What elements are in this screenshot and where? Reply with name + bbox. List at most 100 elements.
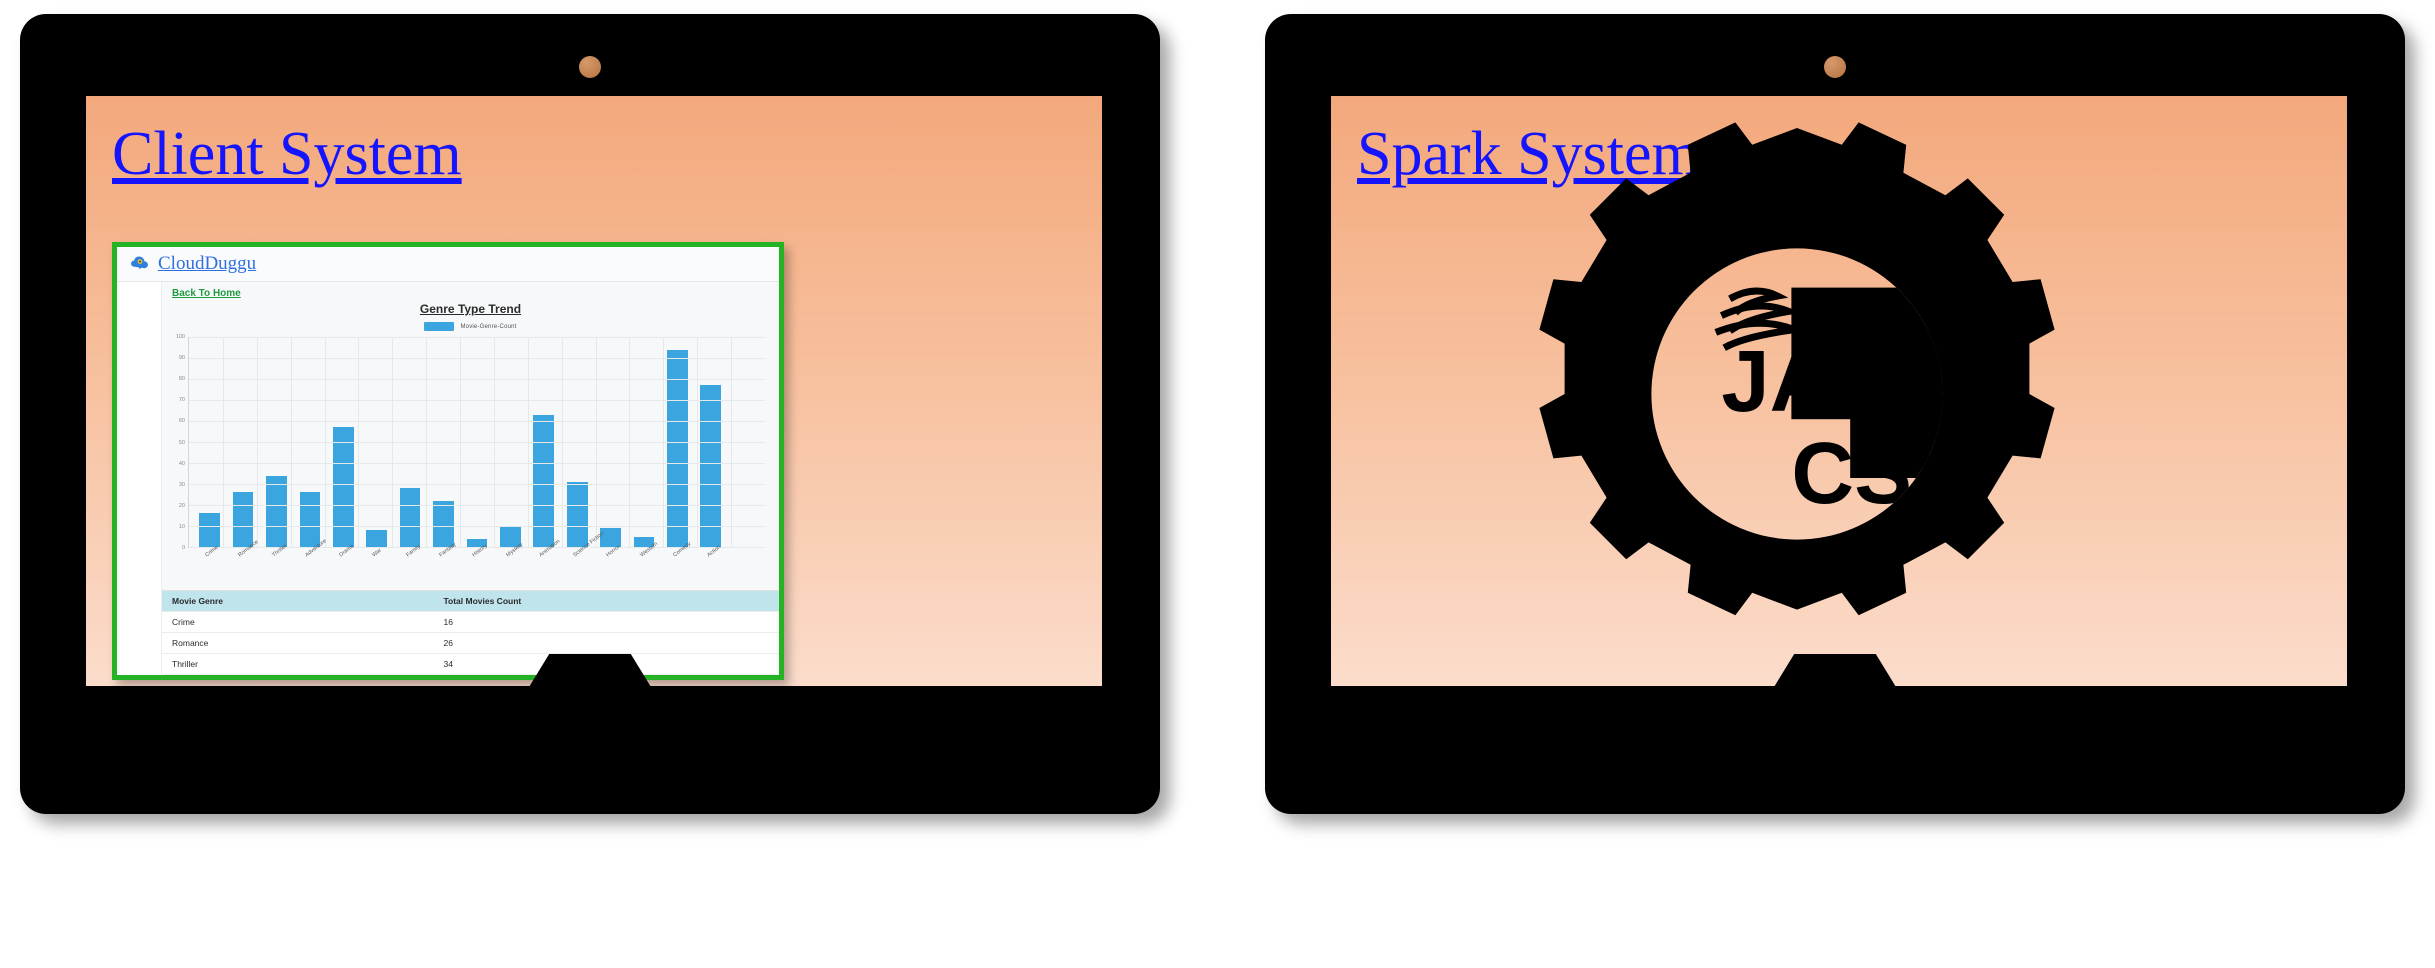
gridline-vertical xyxy=(290,337,292,547)
chart-bar-slot xyxy=(460,337,493,547)
cloudduggu-logo-icon xyxy=(131,256,148,270)
chart-bar[interactable] xyxy=(266,475,287,547)
y-axis-tick: 40 xyxy=(178,460,185,467)
chart-bar[interactable] xyxy=(667,349,688,547)
x-axis-slot: Romance xyxy=(225,539,259,590)
monitor-spark-system: Spark System xyxy=(1255,0,2415,968)
browser-content: Back To Home Genre Type Trend Movie-Genr… xyxy=(161,282,779,675)
chart-bar-slot xyxy=(527,337,560,547)
gridline-vertical xyxy=(595,337,597,547)
chart-bar-slot xyxy=(327,337,360,547)
y-axis-tick: 30 xyxy=(178,481,185,488)
gridline-vertical xyxy=(493,337,495,547)
chart-bar[interactable] xyxy=(299,492,321,547)
x-axis-tick-label: War xyxy=(371,547,383,559)
gridline-vertical xyxy=(256,337,258,547)
table-cell: 16 xyxy=(443,617,453,627)
chart-bar[interactable] xyxy=(533,414,555,547)
gridline-horizontal xyxy=(189,400,765,401)
back-to-home-link[interactable]: Back To Home xyxy=(172,288,241,299)
chart-bar[interactable] xyxy=(466,538,488,547)
chart-bar-slot xyxy=(560,337,593,547)
x-axis-slot: History xyxy=(460,543,493,590)
gridline-vertical xyxy=(663,337,665,547)
gridline-horizontal xyxy=(189,379,765,380)
chart-bar-slot xyxy=(694,337,727,547)
legend-label: Movie-Genre-Count xyxy=(460,323,517,330)
x-axis-slot: Comedy xyxy=(661,541,694,590)
brand-link[interactable]: CloudDuggu xyxy=(158,253,257,274)
browser-window-card: CloudDuggu Back To Home Genre Type Trend… xyxy=(112,242,784,680)
gridline-horizontal xyxy=(189,484,765,485)
table-cell: Romance xyxy=(172,638,209,648)
jar-csv-gear-graphic: JAR CSV xyxy=(1517,114,2077,674)
chart-bar-slot xyxy=(393,337,426,547)
chart-bar-slot xyxy=(427,337,460,547)
browser-topbar: CloudDuggu xyxy=(117,247,779,282)
chart-bar-slot xyxy=(260,337,293,547)
gridline-vertical xyxy=(324,337,326,547)
chart-bar[interactable] xyxy=(566,481,588,547)
table-cell: Thriller xyxy=(172,659,198,669)
table-cell: 34 xyxy=(443,659,453,669)
gridline-horizontal xyxy=(189,505,765,506)
table-cell: Crime xyxy=(172,617,195,627)
x-axis-slot: Action xyxy=(694,544,727,590)
monitor-bezel: Client System CloudDuggu xyxy=(20,14,1160,814)
chart-bar[interactable] xyxy=(199,513,221,547)
table-header-cell: Movie Genre xyxy=(172,596,224,606)
gridline-horizontal xyxy=(189,442,765,443)
gridline-vertical xyxy=(527,337,529,547)
monitor-screen-client: Client System CloudDuggu xyxy=(86,96,1102,686)
gridline-vertical xyxy=(222,337,224,547)
legend-swatch-icon xyxy=(424,322,455,331)
x-axis-slot: Thriller xyxy=(259,543,292,590)
chart-bar[interactable] xyxy=(366,530,388,547)
chart-bar[interactable] xyxy=(399,488,421,547)
chart-title: Genre Type Trend xyxy=(419,302,522,316)
chart-legend: Movie-Genre-Count xyxy=(162,322,779,331)
gridline-vertical xyxy=(460,337,462,547)
table-row: Crime 16 xyxy=(162,612,779,633)
browser-left-gutter xyxy=(117,282,161,675)
y-axis-tick: 70 xyxy=(178,397,185,404)
chart-bar[interactable] xyxy=(232,492,254,547)
gridline-horizontal xyxy=(189,421,765,422)
webcam-icon xyxy=(1824,56,1846,78)
chart-bar[interactable] xyxy=(600,528,621,547)
chart-bars xyxy=(189,337,765,547)
gridline-horizontal xyxy=(189,463,765,464)
chart-bar-slot xyxy=(193,337,226,547)
chart-bar[interactable] xyxy=(332,427,354,547)
chart-bar[interactable] xyxy=(633,536,655,547)
x-axis-slot: Crime xyxy=(192,545,225,590)
gridline-vertical xyxy=(697,337,699,547)
page-title-spark[interactable]: Spark System xyxy=(1357,120,1700,188)
x-axis-slot: Science Fiction xyxy=(560,531,605,590)
page-title-client[interactable]: Client System xyxy=(112,120,462,188)
x-axis-slot: Animation xyxy=(527,539,562,590)
jar-csv-gear-icon: JAR CSV xyxy=(1539,122,2055,616)
y-axis-tick: 90 xyxy=(178,355,185,362)
spreadsheet-chart-icon xyxy=(1791,287,1943,478)
monitor-base xyxy=(1693,748,1977,792)
chart-bar[interactable] xyxy=(500,526,521,547)
chart-bar[interactable] xyxy=(433,500,454,547)
chart-bar-slot xyxy=(293,337,326,547)
gridline-horizontal xyxy=(189,547,765,548)
y-axis-tick: 100 xyxy=(175,334,185,340)
chart-bar-slot xyxy=(627,337,660,547)
y-axis-tick: 10 xyxy=(178,523,185,530)
webcam-icon xyxy=(579,56,601,78)
y-axis-tick: 60 xyxy=(178,418,185,425)
gridline-vertical xyxy=(629,337,631,547)
table-cell: 26 xyxy=(443,638,453,648)
x-axis-slot: Family xyxy=(393,544,426,590)
chart-plot-area xyxy=(188,337,765,548)
table-row: Thriller 34 xyxy=(162,654,779,675)
chart-bar[interactable] xyxy=(700,385,722,547)
x-axis-slot: Adventure xyxy=(292,538,327,590)
